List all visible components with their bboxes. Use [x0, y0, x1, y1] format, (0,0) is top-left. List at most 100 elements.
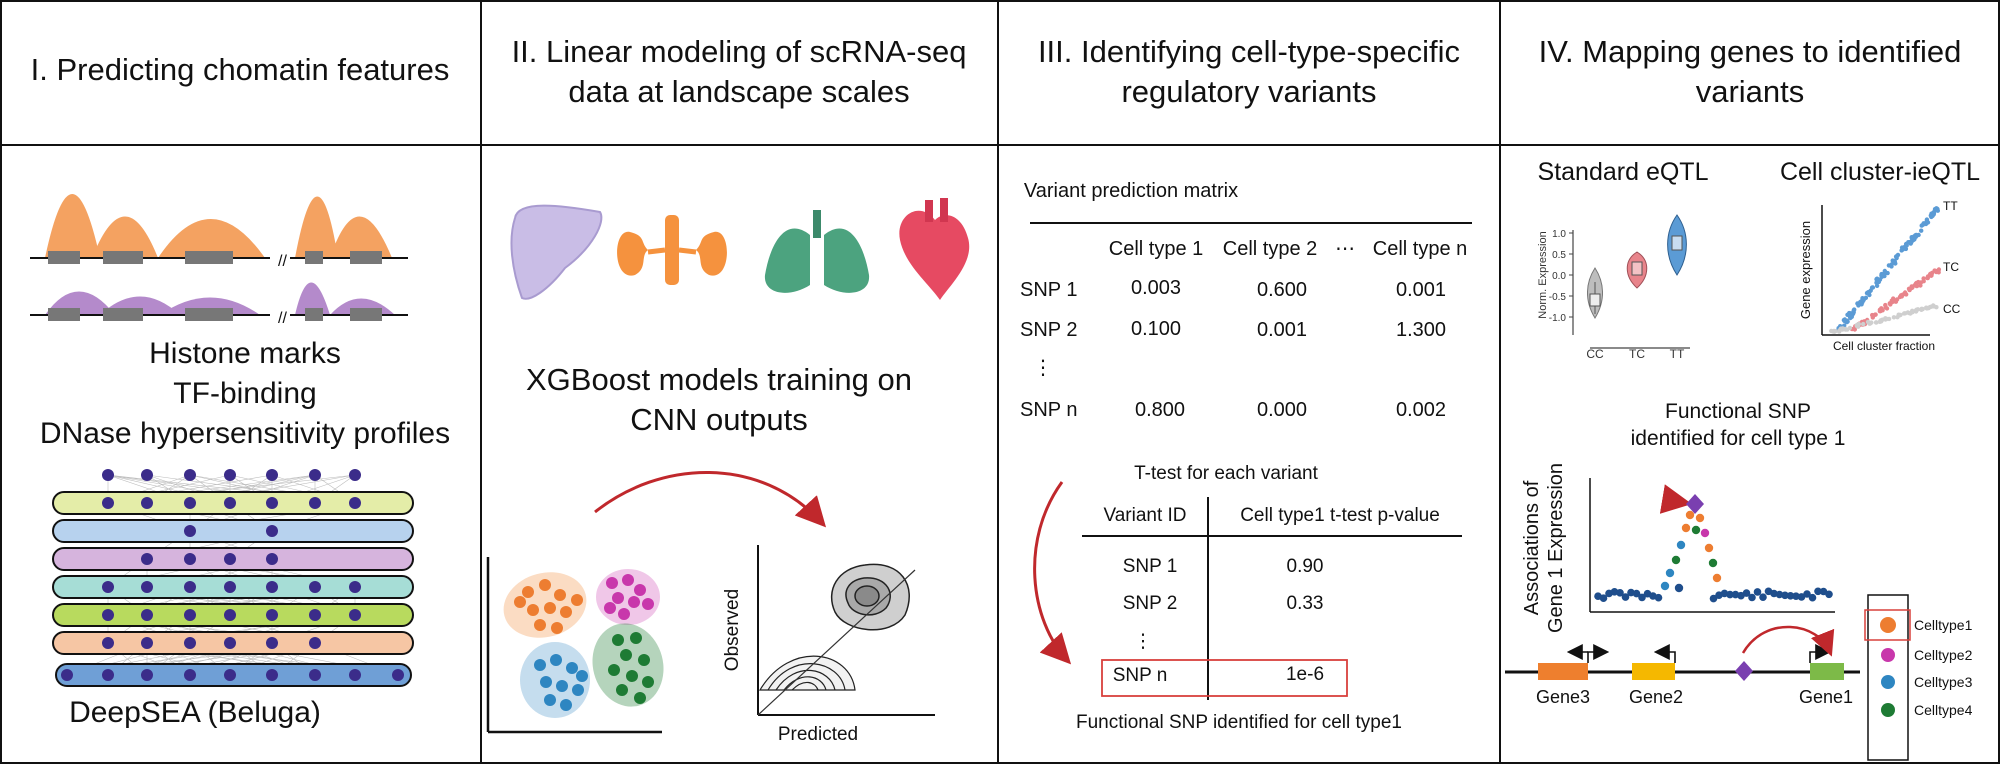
training-arrow: [594, 471, 827, 528]
gene-locus: Gene3 Gene2 Gene1: [1505, 625, 1860, 707]
scatter-point: [1877, 277, 1883, 282]
cnn-node: [224, 609, 236, 621]
scatter-point: [1906, 286, 1912, 291]
matrix-row-label: SNP 2: [1020, 319, 1077, 341]
feature-tf: TF-binding: [173, 377, 316, 410]
gene3-box: [1538, 663, 1588, 680]
scatter-point: [1913, 282, 1918, 288]
scatter-point: [1848, 311, 1854, 316]
cluster-point: [560, 699, 572, 711]
ttest-table: Variant ID Cell type1 t-test p-value SNP…: [1082, 497, 1462, 700]
association-point: [1803, 590, 1811, 598]
cnn-node: [184, 637, 196, 649]
violin-ylabel: Norm. Expression: [1537, 231, 1549, 318]
scatter-point: [1904, 292, 1909, 297]
cluster-point: [566, 662, 578, 674]
matrix-row-ellipsis: ⋮: [1033, 357, 1053, 379]
violin-ytick-label: -1.0: [1549, 313, 1567, 324]
matrix-header-ctn: Cell type n: [1373, 238, 1468, 260]
manhattan-plot: Associations of Gene 1 Expression: [1521, 463, 1835, 633]
association-point: [1759, 593, 1767, 601]
scatter-point: [1908, 311, 1913, 316]
cluster-point: [522, 586, 534, 598]
scatter-point: [1861, 297, 1866, 303]
functional-snp-title: Functional SNP identified for cell type …: [1631, 400, 1846, 450]
organ-lung-icon: [764, 210, 870, 293]
gene1-label: Gene1: [1799, 687, 1853, 707]
cnn-node: [61, 669, 73, 681]
feature-histone: Histone marks: [149, 337, 341, 370]
matrix-header-ct2: Cell type 2: [1223, 238, 1318, 260]
cnn-node: [309, 581, 321, 593]
scatter-point: [1866, 290, 1871, 295]
scatter-point: [1924, 217, 1930, 222]
ttest-row-id: SNP 1: [1123, 556, 1178, 577]
panel3-title-line1: III. Identifying cell-type-specific: [1038, 34, 1460, 69]
association-point: [1685, 510, 1695, 520]
svg-text://: //: [278, 253, 287, 270]
panel4-title-line2: variants: [1696, 74, 1805, 109]
cluster-point: [534, 659, 546, 671]
assoc-label-line2: Gene 1 Expression: [1545, 463, 1567, 633]
cnn-node: [184, 609, 196, 621]
cnn-node: [266, 581, 278, 593]
cnn-node: [141, 609, 153, 621]
scatter-point: [1891, 315, 1897, 320]
cnn-node: [102, 497, 114, 509]
association-point: [1704, 543, 1714, 553]
cnn-node: [266, 609, 278, 621]
scatter-point: [1883, 305, 1888, 310]
scatter-point: [1898, 293, 1904, 298]
association-point: [1654, 593, 1663, 602]
cluster-point: [604, 602, 616, 614]
legend-label: Celltype2: [1914, 647, 1973, 663]
organ-kidney-icon: [617, 215, 727, 285]
association-point: [1700, 528, 1710, 538]
gene2-box: [1632, 663, 1675, 680]
scatter-point: [1914, 232, 1919, 238]
legend-dot-celltype1: [1880, 617, 1896, 633]
cluster-point: [634, 692, 646, 704]
cnn-node: [309, 669, 321, 681]
cluster-point: [606, 577, 618, 589]
organ-heart-icon: [899, 198, 970, 300]
cluster-point: [572, 684, 584, 696]
association-point: [1708, 558, 1718, 568]
cnn-node: [224, 581, 236, 593]
association-point: [1632, 589, 1641, 598]
gene3-label: Gene3: [1536, 687, 1590, 707]
scatter-series-label: CC: [1943, 302, 1961, 316]
significant-snp-highlight: [1101, 659, 1348, 697]
matrix-cell: 0.000: [1257, 399, 1307, 421]
ttest-arrow: [1033, 481, 1072, 665]
ttest-row-ellipsis: ⋮: [1134, 631, 1153, 652]
association-point: [1681, 523, 1691, 533]
scatter-point: [1915, 307, 1921, 312]
snp-diamond: [1735, 661, 1753, 681]
lead-snp-diamond: [1686, 494, 1704, 514]
cluster-point: [560, 606, 572, 618]
cluster-point: [612, 592, 624, 604]
matrix-rows: SNP 1 0.003 0.600 0.001 SNP 2 0.100 0.00…: [1020, 277, 1446, 421]
association-point: [1665, 568, 1675, 578]
matrix-cell: 0.001: [1396, 279, 1446, 301]
scatter-point: [1882, 270, 1888, 275]
cnn-node: [102, 469, 114, 481]
ttest-row-p: 1e-6: [1286, 664, 1324, 685]
matrix-row-label: SNP n: [1020, 399, 1077, 421]
matrix-cell: 0.001: [1257, 319, 1307, 341]
association-point: [1753, 588, 1762, 596]
association-point: [1671, 555, 1681, 565]
assoc-label-line1: Associations of: [1521, 480, 1543, 615]
violin-ytick-label: -0.5: [1549, 292, 1567, 303]
association-point: [1786, 592, 1795, 600]
association-point: [1599, 594, 1608, 602]
violin-plot: 1.00.50.0-0.5-1.0 Norm. Expression CC TC…: [1537, 214, 1690, 361]
scatter-point: [1919, 306, 1924, 311]
cnn-node: [266, 497, 278, 509]
violin-ytick-label: 0.5: [1552, 250, 1566, 261]
matrix-cell: 1.300: [1396, 319, 1446, 341]
association-point: [1616, 589, 1624, 597]
cnn-node: [349, 497, 361, 509]
scatter-point: [1894, 297, 1900, 302]
